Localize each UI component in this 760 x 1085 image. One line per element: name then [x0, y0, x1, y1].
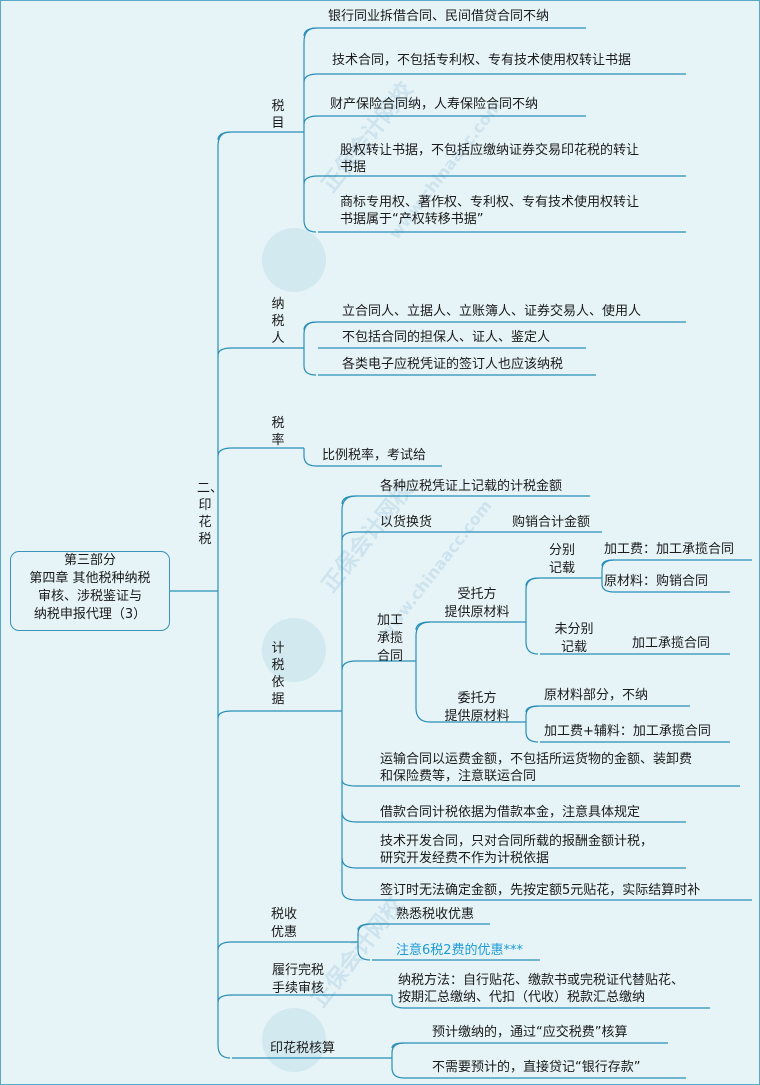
root-line: 审核、涉税鉴证与: [37, 589, 142, 604]
label-line: 加工: [376, 613, 403, 628]
label-line: 承揽: [376, 631, 403, 646]
separate-item: 加工费：加工承揽合同: [604, 542, 735, 557]
basis-item: 借款合同计税依据为借款本金，注意具体规定: [380, 805, 641, 820]
tax-item: 商标专用权、著作权、专利权、专有技术使用权转让: [340, 195, 640, 210]
tax-item: 书据属于“产权转移书据”: [340, 212, 484, 227]
client-item: 加工费+辅料：加工承揽合同: [544, 724, 711, 739]
label-line: 提供原材料: [444, 605, 510, 620]
node-procedure-review: 履行完税 手续审核: [262, 962, 334, 998]
procedure-item: 纳税方法：自行贴花、缴款书或完税证代替贴花、: [398, 973, 685, 988]
basis-item: 研究开发经费不作为计税依据: [380, 851, 550, 866]
taxpayer-item: 不包括合同的担保人、证人、鉴定人: [342, 330, 551, 345]
tax-item: 书据: [340, 160, 367, 175]
taxpayer-item: 各类电子应税凭证的签订人也应该纳税: [342, 357, 564, 372]
root-line: 第四章 其他税种纳税: [29, 571, 151, 586]
separate-record-label: 分别 记载: [540, 542, 584, 578]
label-line: 记载: [548, 561, 575, 576]
label-line: 未分别: [554, 622, 594, 637]
label-line: 委托方: [457, 691, 497, 706]
basis-item: 和保险费等，注意联运合同: [380, 769, 537, 784]
label-line: 履行完税: [271, 963, 324, 978]
label-line: 优惠: [270, 925, 297, 940]
label-line: 分别: [548, 543, 575, 558]
watermark-logo: [262, 228, 326, 292]
node-tax-items: 税目: [271, 99, 285, 131]
entrusted-provides-label: 受托方 提供原材料: [434, 586, 520, 622]
label-line: 手续审核: [271, 981, 324, 996]
client-item: 原材料部分，不纳: [544, 688, 649, 703]
watermark-logo: [262, 618, 326, 682]
accounting-item: 不需要预计的，直接贷记“银行存款”: [432, 1060, 641, 1075]
tax-item: 财产保险合同纳，人寿保险合同不纳: [330, 97, 539, 112]
watermark-logo: [262, 1008, 326, 1072]
basis-item: 签订时无法确定金额，先按定额5元贴花，实际结算时补: [380, 883, 701, 898]
tax-rate-item: 比例税率，考试给: [322, 448, 427, 463]
root-node: 第三部分 第四章 其他税种纳税 审核、涉税鉴证与 纳税申报代理（3）: [10, 551, 170, 631]
node-accounting: 印花税核算: [270, 1041, 336, 1056]
basis-barter-label: 以货换货: [380, 515, 433, 530]
label-line: 税收: [270, 907, 297, 922]
label-line: 合同: [376, 649, 403, 664]
taxpayer-item: 立合同人、立据人、立账簿人、证券交易人、使用人: [342, 304, 642, 319]
basis-item: 运输合同以运费金额，不包括所运货物的金额、装卸费: [380, 752, 693, 767]
tax-item: 股权转让书据，不包括应缴纳证券交易印花税的转让: [340, 143, 640, 158]
basis-item: 技术开发合同，只对合同所载的报酬金额计税，: [380, 834, 654, 849]
client-provides-label: 委托方 提供原材料: [434, 690, 520, 726]
not-separate-label: 未分别 记载: [546, 621, 602, 657]
procedure-item: 按期汇总缴纳、代扣（代收）税款汇总缴纳: [398, 990, 646, 1005]
label-line: 提供原材料: [444, 709, 510, 724]
accounting-item: 预计缴纳的，通过“应交税费”核算: [432, 1025, 628, 1040]
not-separate-item: 加工承揽合同: [632, 636, 711, 651]
label-line: 受托方: [457, 587, 497, 602]
node-tax-preference: 税收 优惠: [262, 906, 306, 942]
separate-item: 原材料：购销合同: [604, 574, 709, 589]
tax-item: 技术合同，不包括专利权、专有技术使用权转让书据: [332, 53, 632, 68]
level1-stamp-tax: 二、印花税: [197, 481, 224, 547]
root-line: 第三部分: [63, 553, 116, 568]
node-tax-rate: 税率: [271, 416, 285, 448]
node-tax-basis: 计税依据: [271, 641, 285, 707]
processing-contract-label: 加工 承揽 合同: [368, 612, 412, 666]
basis-barter-value: 购销合计金额: [512, 515, 591, 530]
tax-item: 银行同业拆借合同、民间借贷合同不纳: [328, 9, 550, 24]
root-line: 纳税申报代理（3）: [33, 607, 147, 622]
node-taxpayer: 纳税人: [271, 297, 285, 346]
label-line: 记载: [560, 640, 587, 655]
basis-item: 各种应税凭证上记载的计税金额: [380, 479, 563, 494]
preference-item: 熟悉税收优惠: [396, 907, 475, 922]
preference-highlight: 注意6税2费的优惠***: [396, 943, 524, 958]
